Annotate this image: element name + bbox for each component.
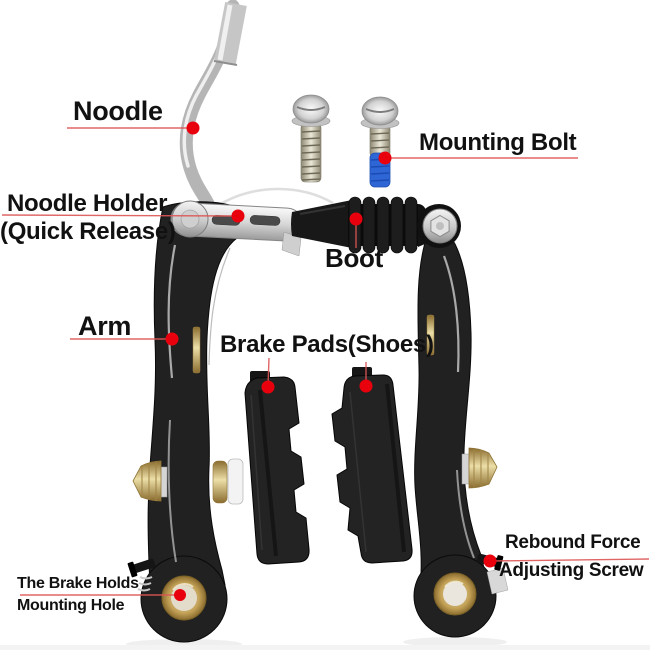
- pad-nut-right: [461, 447, 498, 489]
- label-noodle-holder-2: (Quick Release): [0, 218, 176, 245]
- label-rebound-1: Rebound Force: [505, 532, 641, 553]
- label-noodle: Noodle: [73, 96, 163, 126]
- mounting-bolt-threadlock: [360, 96, 400, 188]
- label-arm: Arm: [78, 311, 132, 341]
- pad-washers-left: [212, 458, 244, 505]
- mounting-hole-right: [433, 572, 477, 616]
- pad-nut-left: [132, 460, 168, 502]
- label-brake-pads: Brake Pads(Shoes): [220, 331, 434, 358]
- label-mounting-hole-2: Mounting Hole: [17, 597, 125, 614]
- floor-shadow: [0, 637, 650, 650]
- rebound-screw-left: [127, 558, 156, 592]
- brake-cable: [213, 187, 334, 210]
- label-noodle-holder-1: Noodle Holder: [7, 190, 168, 217]
- label-mounting-hole-1: The Brake Holds: [17, 575, 139, 592]
- brake-pad-right: [331, 367, 413, 564]
- mounting-bolt-plain: [291, 94, 331, 183]
- label-mounting-bolt: Mounting Bolt: [419, 129, 577, 156]
- brake-pad-left: [244, 371, 310, 565]
- label-rebound-2: Adjusting Screw: [499, 560, 644, 581]
- pivot-hex-bolt: [417, 204, 461, 248]
- marker-dots: [165, 121, 497, 601]
- leader-lines: [1, 127, 650, 596]
- label-boot: Boot: [325, 243, 383, 273]
